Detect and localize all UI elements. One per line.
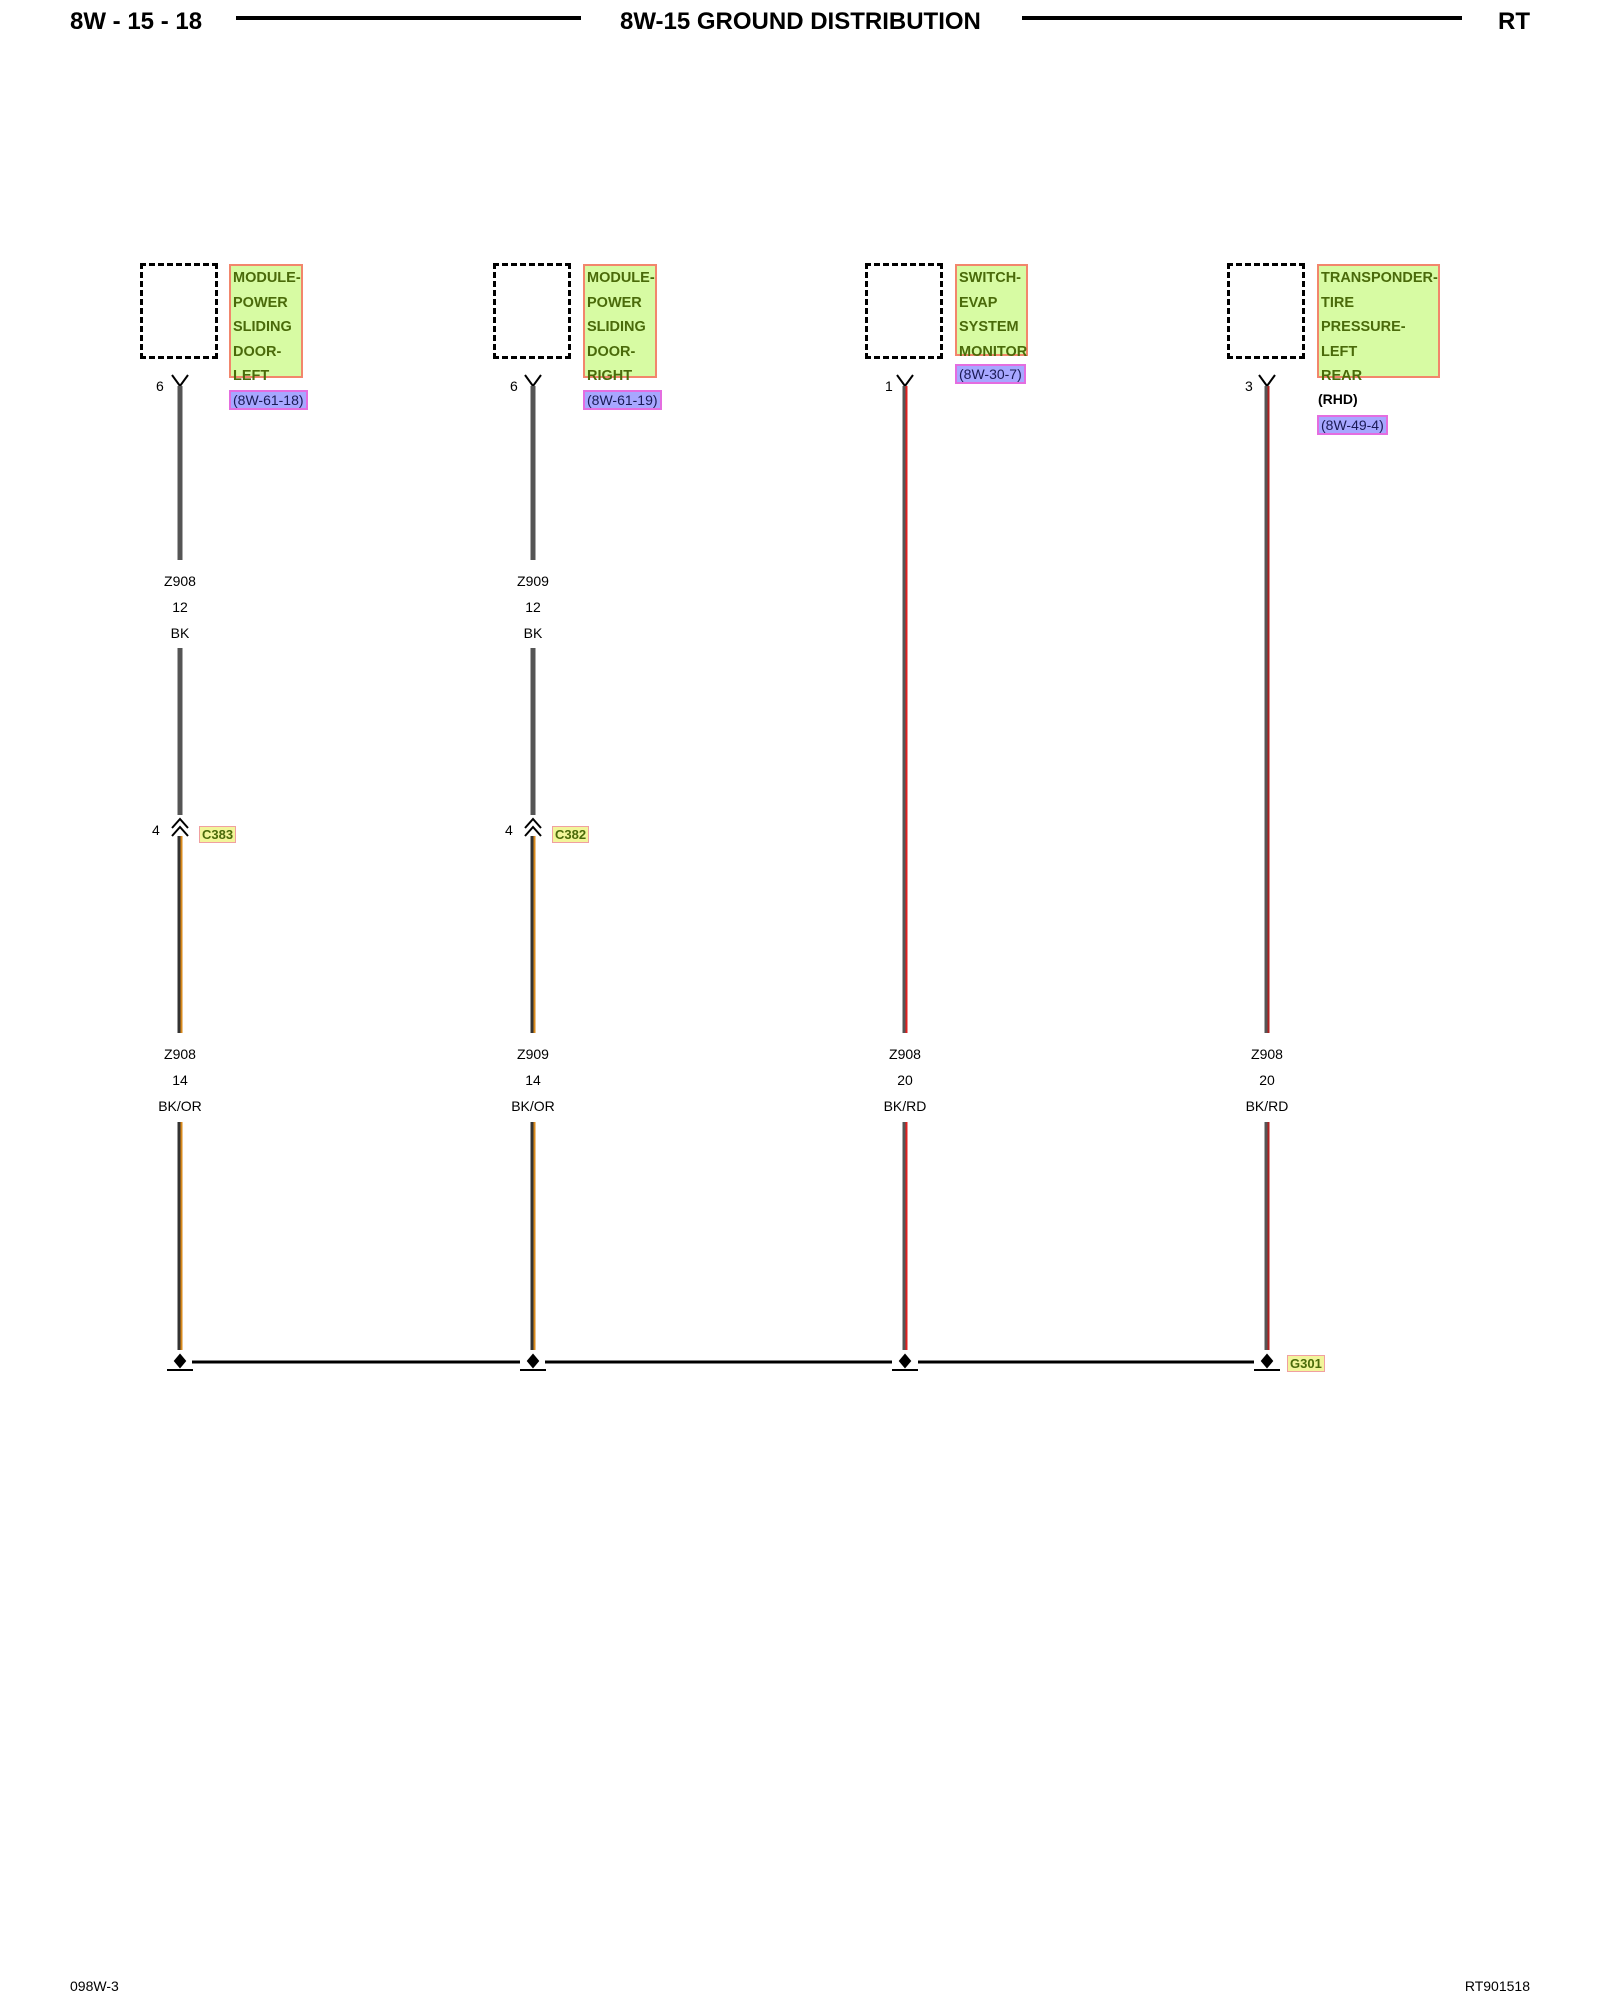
cavity-symbol-4 bbox=[1258, 374, 1276, 388]
wire-gauge: 12 bbox=[525, 599, 541, 615]
wire-circuit: Z909 bbox=[517, 573, 549, 589]
connector-c383-symbol bbox=[171, 817, 189, 837]
wire-label-upper-1: Z908 12 BK bbox=[140, 568, 220, 646]
connector-pin-c383: 4 bbox=[152, 822, 160, 838]
wire-gauge: 14 bbox=[525, 1072, 541, 1088]
component-outline-2 bbox=[493, 263, 571, 359]
ground-bus bbox=[167, 1353, 1280, 1371]
component-pin-1: 6 bbox=[156, 378, 164, 394]
page-number: 8W - 15 - 18 bbox=[70, 8, 203, 35]
component-outline-1 bbox=[140, 263, 218, 359]
wire-circuit: Z908 bbox=[889, 1046, 921, 1062]
component-ref-link-3[interactable]: (8W-30-7) bbox=[955, 364, 1026, 384]
wire-gauge: 14 bbox=[172, 1072, 188, 1088]
connector-c382-symbol bbox=[524, 817, 542, 837]
component-pin-2: 6 bbox=[510, 378, 518, 394]
wire-color: BK bbox=[170, 625, 190, 641]
header-rule-right bbox=[1022, 16, 1462, 20]
component-outline-3 bbox=[865, 263, 943, 359]
component-outline-4 bbox=[1227, 263, 1305, 359]
component-pin-4: 3 bbox=[1245, 378, 1253, 394]
model-code: RT bbox=[1498, 8, 1530, 35]
wire-color: BK/RD bbox=[883, 1098, 927, 1114]
wire-circuit: Z908 bbox=[164, 1046, 196, 1062]
wire-gauge: 20 bbox=[897, 1072, 913, 1088]
wire-color: BK bbox=[523, 625, 543, 641]
wire-label-lower-1: Z908 14 BK/OR bbox=[140, 1041, 220, 1119]
ground-g301[interactable]: G301 bbox=[1287, 1355, 1325, 1372]
wire-circuit: Z908 bbox=[1251, 1046, 1283, 1062]
wire-color: BK/RD bbox=[1245, 1098, 1289, 1114]
wire-color: BK/OR bbox=[158, 1098, 202, 1114]
wire-circuit: Z908 bbox=[164, 573, 196, 589]
cavity-symbol-1 bbox=[171, 374, 189, 388]
wire-gauge: 20 bbox=[1259, 1072, 1275, 1088]
cavity-symbol-2 bbox=[524, 374, 542, 388]
header-rule-left bbox=[236, 16, 581, 20]
component-ref-link-2[interactable]: (8W-61-19) bbox=[583, 390, 662, 410]
wire-color: BK/OR bbox=[511, 1098, 555, 1114]
cavity-symbol-3 bbox=[896, 374, 914, 388]
wire-label-lower-4: Z908 20 BK/RD bbox=[1227, 1041, 1307, 1119]
component-note-rhd: (RHD) bbox=[1318, 391, 1358, 407]
wire-label-lower-3: Z908 20 BK/RD bbox=[865, 1041, 945, 1119]
component-ref-link-4[interactable]: (8W-49-4) bbox=[1317, 415, 1388, 435]
connector-c383[interactable]: C383 bbox=[199, 826, 237, 843]
component-ref-link-1[interactable]: (8W-61-18) bbox=[229, 390, 308, 410]
wire-label-upper-2: Z909 12 BK bbox=[493, 568, 573, 646]
wire-gauge: 12 bbox=[172, 599, 188, 615]
footer-doc-code: 098W-3 bbox=[70, 1978, 119, 1994]
footer-page-code: RT901518 bbox=[1464, 1978, 1530, 1994]
wire-label-lower-2: Z909 14 BK/OR bbox=[493, 1041, 573, 1119]
component-pin-3: 1 bbox=[885, 378, 893, 394]
page-title: 8W-15 GROUND DISTRIBUTION bbox=[620, 8, 981, 35]
wire-circuit: Z909 bbox=[517, 1046, 549, 1062]
connector-pin-c382: 4 bbox=[505, 822, 513, 838]
connector-c382[interactable]: C382 bbox=[552, 826, 590, 843]
